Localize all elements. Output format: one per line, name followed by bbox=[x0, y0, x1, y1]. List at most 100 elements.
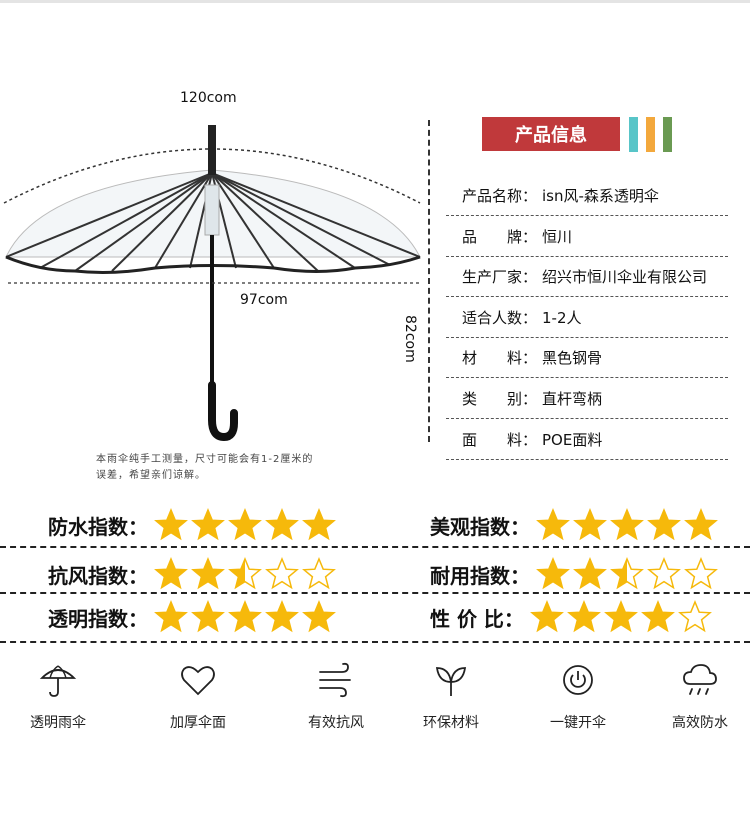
info-value: 黑色钢骨 bbox=[542, 348, 603, 367]
info-row-material: 材 料： 黑色钢骨 bbox=[446, 337, 728, 378]
rating-transparency: 透明指数： bbox=[48, 600, 339, 634]
leaf-icon bbox=[435, 667, 467, 696]
star-rating bbox=[536, 557, 721, 591]
info-row-fabric: 面 料： POE面料 bbox=[446, 419, 728, 460]
height-label: 82com bbox=[402, 315, 418, 363]
star-full-icon bbox=[191, 557, 225, 590]
star-full-icon bbox=[573, 557, 607, 590]
star-empty-icon bbox=[265, 557, 299, 590]
info-row-capacity: 适合人数： 1-2人 bbox=[446, 297, 728, 338]
info-key: 类 别： bbox=[462, 389, 538, 408]
info-row-name: 产品名称： isn风-森系透明伞 bbox=[446, 175, 728, 216]
feature-thick-canopy: 加厚伞面 bbox=[138, 660, 258, 732]
rating-waterproof: 防水指数： bbox=[48, 508, 339, 542]
star-full-icon bbox=[573, 508, 607, 541]
feature-windproof: 有效抗风 bbox=[276, 660, 396, 732]
star-half-icon bbox=[228, 557, 262, 590]
accent-bar-orange bbox=[646, 117, 655, 152]
rating-separator bbox=[0, 592, 750, 594]
rating-label: 防水指数： bbox=[48, 514, 148, 539]
star-full-icon bbox=[610, 508, 644, 541]
star-full-icon bbox=[684, 508, 718, 541]
info-row-manufacturer: 生产厂家： 绍兴市恒川伞业有限公司 bbox=[446, 256, 728, 297]
info-value: 恒川 bbox=[542, 227, 573, 246]
rating-label: 抗风指数： bbox=[48, 563, 148, 588]
star-full-icon bbox=[265, 600, 299, 633]
info-key: 材 料： bbox=[462, 348, 538, 367]
rating-appearance: 美观指数： bbox=[430, 508, 721, 542]
feature-waterproof: 高效防水 bbox=[640, 660, 750, 732]
star-full-icon bbox=[228, 600, 262, 633]
accent-bar-teal bbox=[629, 117, 638, 152]
star-full-icon bbox=[154, 600, 188, 633]
star-full-icon bbox=[228, 508, 262, 541]
star-rating bbox=[154, 508, 339, 542]
info-key: 生产厂家： bbox=[462, 267, 538, 286]
info-value: isn风-森系透明伞 bbox=[542, 186, 659, 205]
star-rating bbox=[154, 600, 339, 634]
star-rating bbox=[154, 557, 339, 591]
info-value: 1-2人 bbox=[542, 308, 582, 327]
wind-icon bbox=[319, 662, 351, 698]
rating-label: 耐用指数： bbox=[430, 563, 530, 588]
measurement-note: 本雨伞纯手工测量，尺寸可能会有1-2厘米的 误差，希望亲们谅解。 bbox=[96, 452, 396, 484]
star-empty-icon bbox=[684, 557, 718, 590]
note-line-2: 误差，希望亲们谅解。 bbox=[96, 470, 206, 481]
star-empty-icon bbox=[302, 557, 336, 590]
star-full-icon bbox=[191, 508, 225, 541]
umbrella-icon bbox=[39, 665, 77, 697]
feature-label: 一键开伞 bbox=[550, 715, 606, 731]
star-empty-icon bbox=[647, 557, 681, 590]
info-row-brand: 品 牌： 恒川 bbox=[446, 216, 728, 257]
info-key: 产品名称： bbox=[462, 186, 538, 205]
rating-separator bbox=[0, 546, 750, 548]
heart-icon bbox=[181, 666, 215, 696]
rating-label: 美观指数： bbox=[430, 514, 530, 539]
star-full-icon bbox=[603, 600, 638, 633]
note-line-1: 本雨伞纯手工测量，尺寸可能会有1-2厘米的 bbox=[96, 454, 314, 465]
power-icon bbox=[563, 665, 593, 695]
star-rating bbox=[529, 600, 715, 634]
feature-transparent: 透明雨伞 bbox=[0, 660, 118, 732]
star-rating bbox=[536, 508, 721, 542]
star-empty-icon bbox=[677, 600, 712, 633]
star-full-icon bbox=[536, 557, 570, 590]
rating-durability: 耐用指数： bbox=[430, 557, 721, 591]
star-full-icon bbox=[265, 508, 299, 541]
info-row-category: 类 别： 直杆弯柄 bbox=[446, 378, 728, 419]
rating-label: 性 价 比： bbox=[430, 606, 524, 631]
rating-windproof: 抗风指数： bbox=[48, 557, 339, 591]
star-full-icon bbox=[640, 600, 675, 633]
feature-label: 高效防水 bbox=[672, 715, 728, 731]
feature-label: 加厚伞面 bbox=[170, 715, 226, 731]
star-half-icon bbox=[610, 557, 644, 590]
feature-label: 环保材料 bbox=[423, 715, 479, 731]
feature-eco: 环保材料 bbox=[391, 660, 511, 732]
rain-cloud-icon bbox=[683, 664, 717, 695]
info-title: 产品信息 bbox=[482, 117, 620, 151]
info-value: 绍兴市恒川伞业有限公司 bbox=[542, 267, 708, 286]
star-full-icon bbox=[536, 508, 570, 541]
star-full-icon bbox=[302, 508, 336, 541]
width-label: 120com bbox=[180, 90, 237, 106]
canopy-label: 97com bbox=[240, 292, 288, 308]
info-key: 面 料： bbox=[462, 430, 538, 449]
rating-label: 透明指数： bbox=[48, 606, 148, 631]
feature-label: 有效抗风 bbox=[308, 715, 364, 731]
star-full-icon bbox=[529, 600, 564, 633]
info-key: 品 牌： bbox=[462, 227, 538, 246]
star-full-icon bbox=[647, 508, 681, 541]
star-full-icon bbox=[566, 600, 601, 633]
star-full-icon bbox=[302, 600, 336, 633]
info-key: 适合人数： bbox=[462, 308, 538, 327]
rating-separator bbox=[0, 641, 750, 643]
star-full-icon bbox=[154, 508, 188, 541]
star-full-icon bbox=[191, 600, 225, 633]
star-full-icon bbox=[154, 557, 188, 590]
accent-bar-green bbox=[663, 117, 672, 152]
info-value: 直杆弯柄 bbox=[542, 389, 603, 408]
rating-value-for-money: 性 价 比： bbox=[430, 600, 715, 634]
info-value: POE面料 bbox=[542, 430, 603, 449]
feature-one-touch-open: 一键开伞 bbox=[518, 660, 638, 732]
top-border bbox=[0, 0, 750, 3]
